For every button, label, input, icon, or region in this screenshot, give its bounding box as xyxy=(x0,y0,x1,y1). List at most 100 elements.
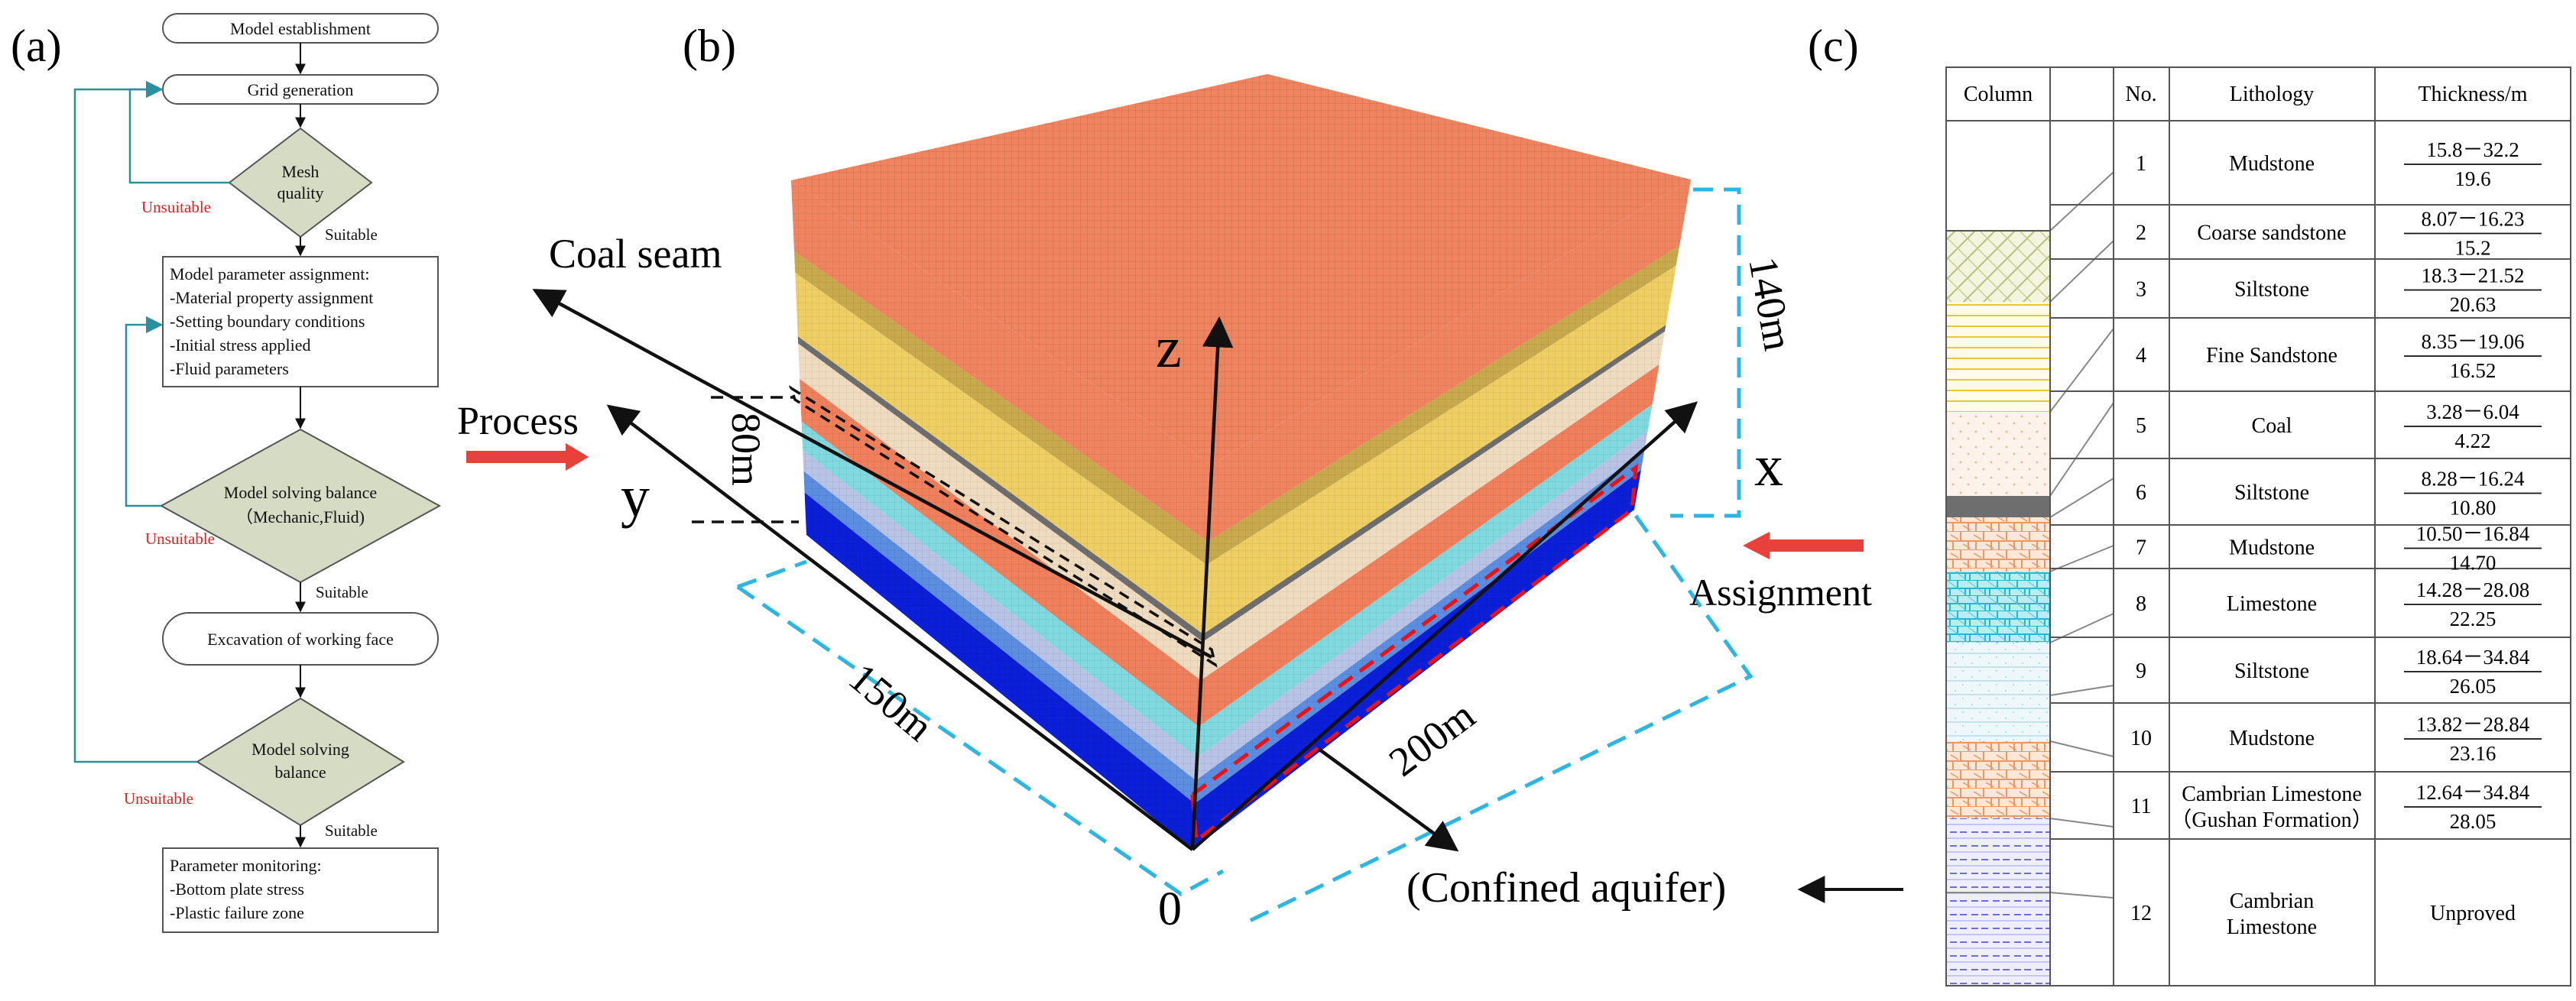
row-thickness-range: 8.07－16.23 xyxy=(2422,208,2525,231)
process-label: Process xyxy=(457,400,579,443)
node-solving-balance-1-label-2: （Mechanic,Fluid) xyxy=(236,507,365,526)
axis-x-arrow xyxy=(1191,401,1698,851)
row-lithology: Limestone xyxy=(2227,592,2317,616)
row-thickness: Unproved xyxy=(2430,902,2516,925)
row-number: 11 xyxy=(2131,795,2152,818)
dim-150m: 150m xyxy=(840,654,942,750)
row-thickness-mean: 23.16 xyxy=(2450,742,2497,765)
row-thickness-range: 8.35－19.06 xyxy=(2422,330,2525,353)
panel-label-a: (a) xyxy=(11,21,62,71)
row-thickness-mean: 15.2 xyxy=(2454,237,2490,260)
row-number: 10 xyxy=(2130,727,2152,750)
row-number: 2 xyxy=(2136,222,2146,245)
strata-column-art xyxy=(1946,231,2050,986)
strata-connectors xyxy=(2049,171,2114,899)
dim-200m: 200m xyxy=(1380,692,1483,786)
row-lithology: Siltstone xyxy=(2234,481,2309,505)
row-thickness-mean: 19.6 xyxy=(2454,167,2490,190)
row-lithology: Siltstone xyxy=(2234,278,2309,302)
axis-x-label: x xyxy=(1754,434,1783,498)
strata-row: 7 Mudstone 10.50－16.84 14.70 xyxy=(2136,523,2542,575)
node-mesh-quality-label-2: quality xyxy=(277,183,323,202)
panel-label-b: (b) xyxy=(683,21,736,71)
node-solving-balance-2 xyxy=(196,697,405,827)
assignment-arrow-icon xyxy=(1743,532,1864,559)
axis-y-arrow xyxy=(606,404,1194,851)
row-thickness-range: 14.28－28.08 xyxy=(2416,578,2530,601)
assignment-label: Assignment xyxy=(1689,571,1872,614)
coal-seam-arrow xyxy=(532,289,1213,659)
origin-label: 0 xyxy=(1158,883,1182,935)
row-thickness-range: 3.28－6.04 xyxy=(2426,400,2519,423)
strata-row: 10 Mudstone 13.82－28.84 23.16 xyxy=(2130,713,2542,765)
row-thickness-range: 18.3－21.52 xyxy=(2422,264,2525,287)
row-lithology: Mudstone xyxy=(2229,536,2315,560)
monitor-line-2: -Bottom plate stress xyxy=(170,880,304,899)
dim-140m: 140m xyxy=(1740,254,1801,355)
axis-y-label: y xyxy=(621,465,650,529)
node-model-establishment-label: Model establishment xyxy=(230,19,371,38)
row-thickness-range: 10.50－16.84 xyxy=(2416,523,2530,546)
row-thickness-range: 12.64－34.84 xyxy=(2416,781,2530,804)
row-number: 3 xyxy=(2136,278,2146,302)
row-thickness-mean: 20.63 xyxy=(2450,293,2497,316)
strata-row: 2 Coarse sandstone 8.07－16.23 15.2 xyxy=(2136,208,2542,260)
node-excavation-label: Excavation of working face xyxy=(207,630,394,649)
node-solving-balance-2-label-2: balance xyxy=(274,763,326,782)
header-lithology: Lithology xyxy=(2230,83,2314,106)
row-thickness-mean: 22.25 xyxy=(2450,607,2497,630)
header-no: No. xyxy=(2125,83,2156,106)
node-parameter-assignment xyxy=(162,256,439,387)
strata-row: 11 Cambrian Limestone（Gushan Formation） 12… xyxy=(2131,781,2542,833)
row-thickness-mean: 14.70 xyxy=(2450,552,2497,575)
coal-seam-outline xyxy=(788,384,1218,668)
row-number: 7 xyxy=(2136,536,2146,560)
row-lithology: Cambrian xyxy=(2230,889,2314,913)
param-line-4: -Initial stress applied xyxy=(170,335,311,355)
row-lithology: Mudstone xyxy=(2229,152,2315,176)
node-monitoring xyxy=(162,847,439,933)
row-number: 12 xyxy=(2130,902,2152,925)
param-line-1: Model parameter assignment: xyxy=(170,264,369,283)
row-lithology: Mudstone xyxy=(2229,727,2315,750)
header-thickness: Thickness/m xyxy=(2418,83,2527,106)
process-arrow-icon xyxy=(466,443,589,471)
param-line-2: -Material property assignment xyxy=(170,288,373,307)
row-thickness-range: 13.82－28.84 xyxy=(2416,713,2530,736)
row-lithology: Coarse sandstone xyxy=(2197,222,2346,245)
row-thickness-mean: 16.52 xyxy=(2450,359,2497,382)
coal-seam-label: Coal seam xyxy=(549,231,722,277)
monitor-line-1: Parameter monitoring: xyxy=(170,856,322,875)
row-number: 9 xyxy=(2136,659,2146,683)
node-mesh-quality-label-1: Mesh xyxy=(282,162,320,181)
dim-80m: 80m xyxy=(723,413,769,486)
model-3d: z y x 0 80m 140m 150m 200m Coal seam Pro… xyxy=(457,74,1903,935)
row-thickness-mean: 28.05 xyxy=(2450,810,2497,833)
node-grid-generation-label: Grid generation xyxy=(248,80,354,99)
row-lithology: Cambrian Limestone xyxy=(2182,782,2362,806)
row-lithology: Fine Sandstone xyxy=(2206,344,2338,368)
row-lithology: Limestone xyxy=(2227,915,2317,939)
axis-z-label: z xyxy=(1156,316,1182,380)
row-thickness-mean: 10.80 xyxy=(2450,497,2497,520)
label-unsuitable-1: Unsuitable xyxy=(141,198,211,216)
row-number: 5 xyxy=(2136,414,2146,438)
flowchart: Model establishment Grid generation Mesh… xyxy=(73,13,442,933)
confined-aquifer-label: (Confined aquifer) xyxy=(1406,864,1726,912)
node-solving-balance-1 xyxy=(159,428,442,584)
node-mesh-quality xyxy=(228,127,373,238)
row-number: 6 xyxy=(2136,481,2146,505)
row-lithology: （Gushan Formation） xyxy=(2170,808,2373,832)
label-suitable-2: Suitable xyxy=(316,583,368,601)
label-unsuitable-2: Unsuitable xyxy=(145,530,215,548)
row-number: 8 xyxy=(2136,592,2146,616)
label-suitable-3: Suitable xyxy=(325,821,378,840)
